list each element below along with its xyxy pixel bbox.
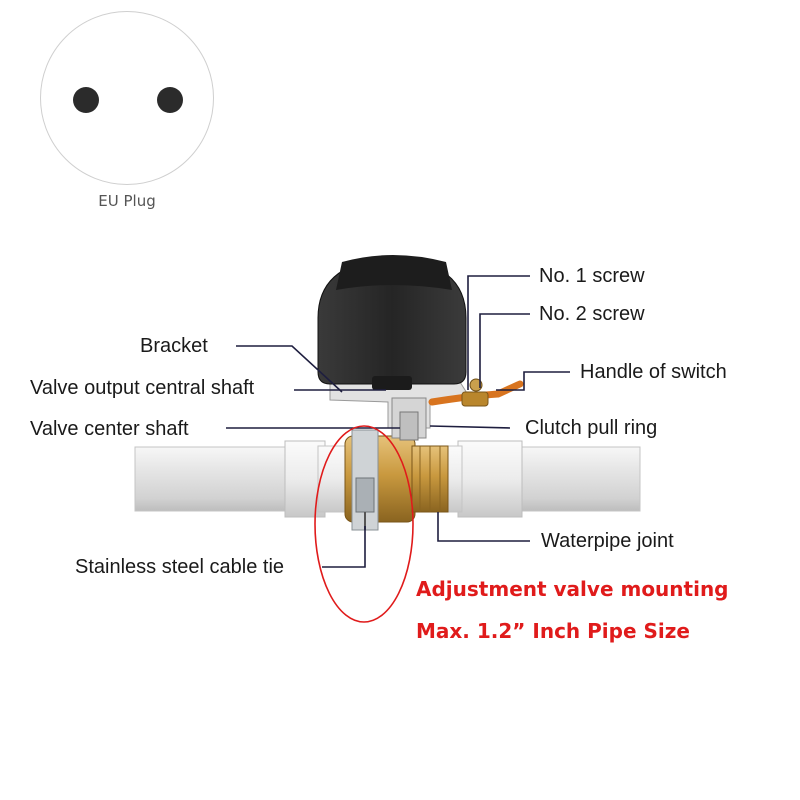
label-stainless-cable-tie: Stainless steel cable tie <box>75 556 285 578</box>
label-handle-of-switch: Handle of switch <box>580 361 727 383</box>
label-bracket: Bracket <box>140 335 208 357</box>
eu-plug-icon <box>40 11 214 185</box>
switch-handle <box>428 378 524 407</box>
label-no1-screw: No. 1 screw <box>539 265 645 287</box>
leader-clutch-ring <box>429 425 511 429</box>
callout-circle <box>314 425 414 623</box>
pipe-right <box>443 440 641 518</box>
leader-waterpipe-joint <box>437 512 530 542</box>
leader-no2-screw <box>479 313 530 388</box>
leader-cable-tie <box>322 526 366 568</box>
label-valve-output-shaft: Valve output central shaft <box>30 377 255 399</box>
label-no2-screw: No. 2 screw <box>539 303 645 325</box>
eu-plug-caption: EU Plug <box>98 192 156 210</box>
label-waterpipe-joint: Waterpipe joint <box>541 530 674 552</box>
note-line-2: Max. 1.2” Inch Pipe Size <box>416 619 690 643</box>
label-clutch-pull-ring: Clutch pull ring <box>525 417 658 439</box>
plug-pin-right <box>157 87 183 113</box>
plug-pin-left <box>73 87 99 113</box>
leader-lines <box>226 275 570 568</box>
leader-bracket <box>236 345 343 393</box>
valve-actuator <box>317 255 467 390</box>
leader-no1-screw <box>467 275 530 390</box>
mounting-bracket <box>329 381 471 441</box>
label-valve-center-shaft: Valve center shaft <box>30 418 189 440</box>
stainless-cable-tie <box>351 429 379 531</box>
note-line-1: Adjustment valve mounting <box>416 577 729 601</box>
leader-handle <box>496 371 570 391</box>
pipe-left <box>134 440 349 518</box>
